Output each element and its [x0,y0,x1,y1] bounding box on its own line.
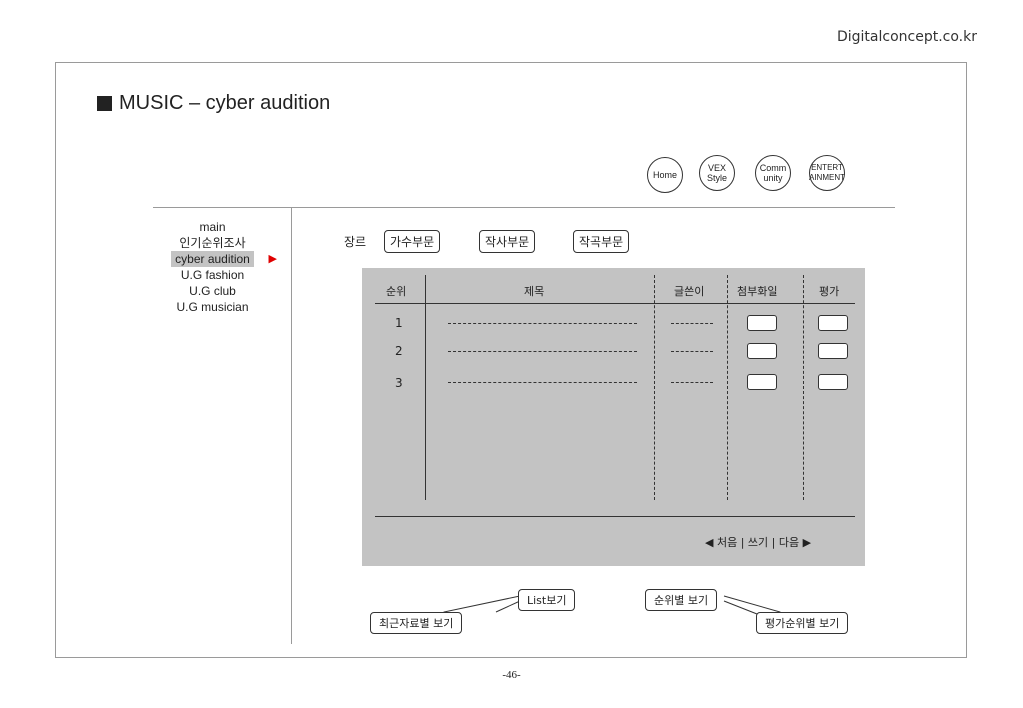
column-header-author: 글쓴이 [674,285,705,298]
sidebar-divider [291,207,292,644]
nav-community-button[interactable]: Comm unity [755,155,791,191]
title-placeholder[interactable] [448,323,637,324]
genre-label: 장르 [344,235,367,249]
sidebar-item-main[interactable]: main [199,220,226,234]
pager-write-link[interactable]: 쓰기 [747,536,769,549]
rating-box[interactable] [818,343,848,359]
nav-label: unity [763,173,783,183]
author-placeholder [671,382,713,383]
column-divider [654,275,655,500]
rank-view-button[interactable]: 순위별 보기 [645,589,718,611]
row-rank: 3 [395,376,403,390]
table-header-divider [375,303,855,304]
sidebar-item-ug-musician[interactable]: U.G musician [176,300,249,314]
pager-next-link[interactable]: 다음 ▶ [778,536,812,549]
nav-entertainment-button[interactable]: ENTERT AINMENT [809,155,845,191]
title-placeholder[interactable] [448,351,637,352]
author-placeholder [671,323,713,324]
row-rank: 2 [395,344,403,358]
nav-label: Style [706,173,727,183]
nav-home-button[interactable]: Home [647,157,683,193]
attachment-box[interactable] [747,374,777,390]
sidebar-item-ug-club[interactable]: U.G club [189,284,236,298]
genre-composer-button[interactable]: 작곡부문 [573,230,630,253]
site-url: Digitalconcept.co.kr [836,29,977,45]
page-number: -46- [502,669,521,681]
nav-vex-style-button[interactable]: VEX Style [699,155,735,191]
sidebar-item-cyber-audition[interactable]: cyber audition ▶ [150,251,277,267]
sidebar-item-popularity[interactable]: 인기순위조사 [179,236,246,250]
page-title-text: MUSIC – cyber audition [119,92,331,114]
author-placeholder [671,351,713,352]
pager-separator: | [740,536,745,549]
rating-view-button[interactable]: 평가순위별 보기 [756,612,849,634]
column-header-title: 제목 [524,285,545,298]
column-divider [425,275,426,500]
nav-label: Comm [759,163,787,173]
square-bullet-icon [97,96,112,111]
page-title: MUSIC – cyber audition [97,92,330,115]
title-placeholder[interactable] [448,382,637,383]
column-divider [803,275,804,500]
column-header-rank: 순위 [386,285,407,298]
list-view-button[interactable]: List보기 [518,589,576,611]
column-divider [727,275,728,500]
genre-lyricist-button[interactable]: 작사부문 [479,230,536,253]
rating-box[interactable] [818,374,848,390]
attachment-box[interactable] [747,343,777,359]
triangle-right-icon: ▶ [268,253,277,265]
attachment-box[interactable] [747,315,777,331]
nav-label: Home [652,170,677,180]
sidebar-item-label: cyber audition [171,251,254,267]
rating-box[interactable] [818,315,848,331]
sidebar-item-ug-fashion[interactable]: U.G fashion [180,268,245,282]
header-divider [153,207,895,208]
pager-separator: | [771,536,776,549]
pager-first-link[interactable]: ◀ 처음 [705,536,738,549]
pager: ◀ 처음 | 쓰기 | 다음 ▶ [705,534,811,550]
table-bottom-divider [375,516,855,517]
nav-label: ENTERT [811,163,843,172]
sidebar-menu: main 인기순위조사 cyber audition ▶ U.G fashion… [150,219,277,315]
genre-singer-button[interactable]: 가수부문 [384,230,441,253]
row-rank: 1 [395,316,403,330]
nav-label: VEX [707,163,726,173]
slide-frame [55,62,967,658]
recent-view-button[interactable]: 최근자료별 보기 [370,612,463,634]
column-header-attachment: 첨부화일 [737,285,778,298]
column-header-rating: 평가 [819,285,840,298]
nav-label: AINMENT [809,173,845,182]
